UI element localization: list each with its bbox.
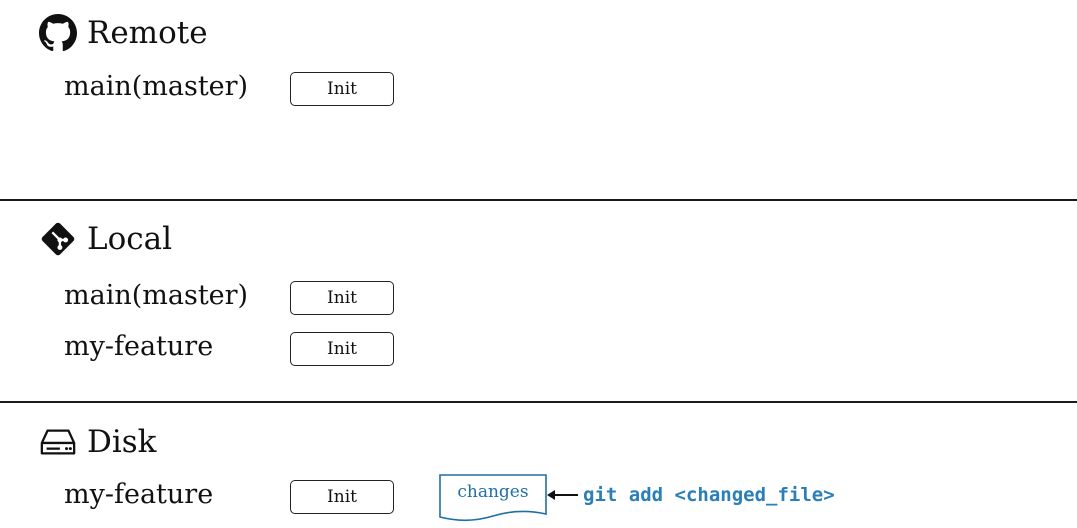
git-icon	[38, 219, 78, 259]
local-branch-my-feature: my-feature	[64, 331, 214, 362]
remote-title: Remote	[87, 15, 208, 51]
local-my-feature-commit: Init	[290, 332, 394, 366]
github-icon	[38, 13, 78, 53]
local-section: Local main(master) Init my-feature Init	[0, 201, 1077, 401]
changes-label: changes	[457, 482, 529, 502]
local-title: Local	[87, 221, 173, 257]
disk-branch-my-feature: my-feature	[64, 479, 214, 510]
section-divider	[0, 401, 1077, 403]
local-main-commit: Init	[290, 281, 394, 315]
disk-title: Disk	[87, 424, 157, 460]
git-add-command: git add <changed_file>	[583, 484, 835, 506]
changes-document: changes	[439, 474, 547, 524]
disk-section: Disk my-feature Init changes git add <ch…	[0, 403, 1077, 528]
hard-drive-icon	[38, 422, 78, 462]
remote-main-commit: Init	[290, 72, 394, 106]
remote-section: Remote main(master) Init	[0, 0, 1077, 199]
section-divider	[0, 199, 1077, 201]
remote-heading: Remote	[38, 13, 208, 53]
remote-branch-main: main(master)	[64, 71, 249, 102]
disk-heading: Disk	[38, 422, 156, 462]
local-branch-main: main(master)	[64, 280, 249, 311]
disk-my-feature-commit: Init	[290, 480, 394, 514]
arrow-left-icon	[547, 487, 579, 506]
local-heading: Local	[38, 219, 172, 259]
